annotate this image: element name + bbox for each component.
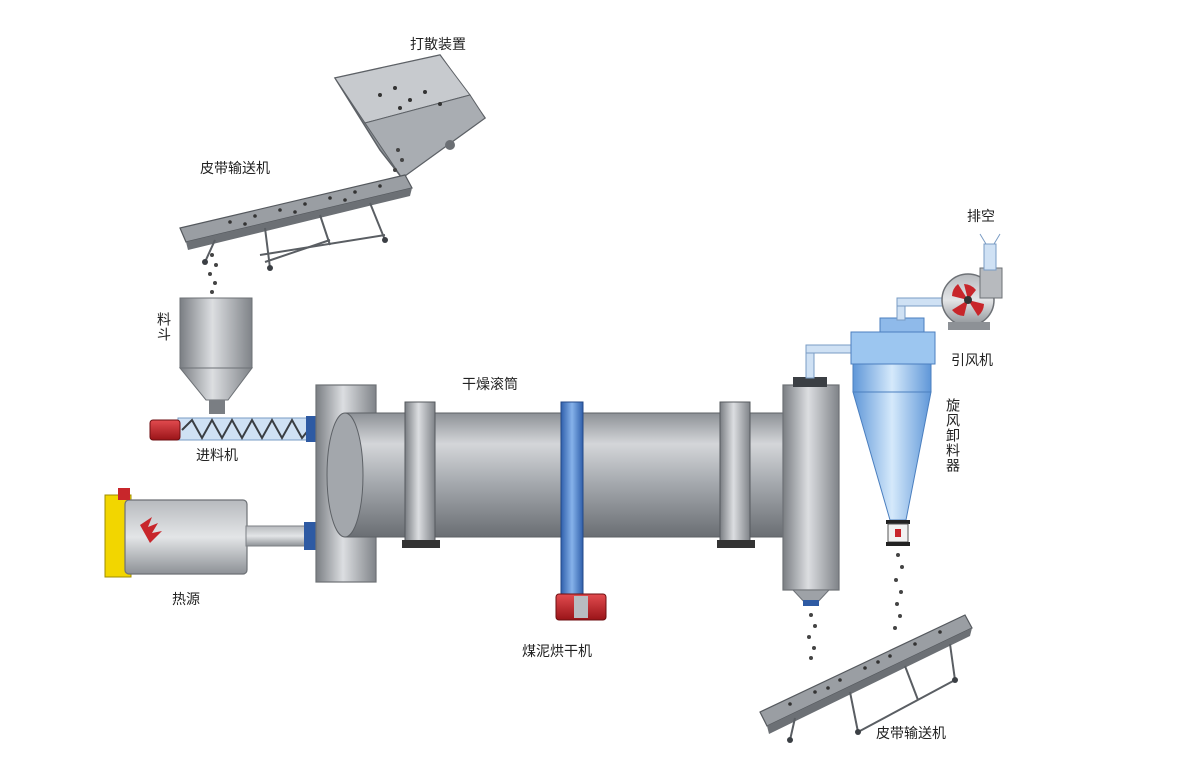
duct [805, 344, 855, 379]
belt-conveyor-bottom [759, 614, 973, 743]
drying-drum [315, 377, 840, 621]
screw-feeder [149, 416, 318, 442]
heat-source [104, 488, 316, 578]
label-screw-feeder: 进料机 [196, 448, 238, 464]
belt-conveyor-top [179, 174, 413, 271]
label-drum: 干燥滚筒 [462, 377, 518, 393]
label-belt-conveyor-top: 皮带输送机 [200, 161, 270, 177]
label-scatter-device: 打散装置 [410, 37, 466, 53]
duct-to-fan [896, 297, 946, 321]
falling-material-2 [208, 253, 218, 294]
label-belt-conveyor-bottom: 皮带输送机 [876, 726, 946, 742]
scatter-device [333, 54, 487, 180]
label-machine-name: 煤泥烘干机 [522, 644, 592, 660]
hopper [178, 297, 253, 414]
exhaust-stack [979, 233, 1001, 271]
induced-fan [941, 267, 1003, 330]
label-induced-fan: 引风机 [951, 353, 993, 369]
falling-material-4 [893, 553, 904, 630]
label-cyclone: 旋风卸料器 [944, 398, 960, 473]
label-heat-source: 热源 [172, 592, 200, 608]
label-exhaust: 排空 [967, 209, 995, 225]
label-hopper: 料斗 [155, 312, 171, 342]
falling-material-3 [807, 613, 817, 660]
cyclone [850, 317, 936, 546]
